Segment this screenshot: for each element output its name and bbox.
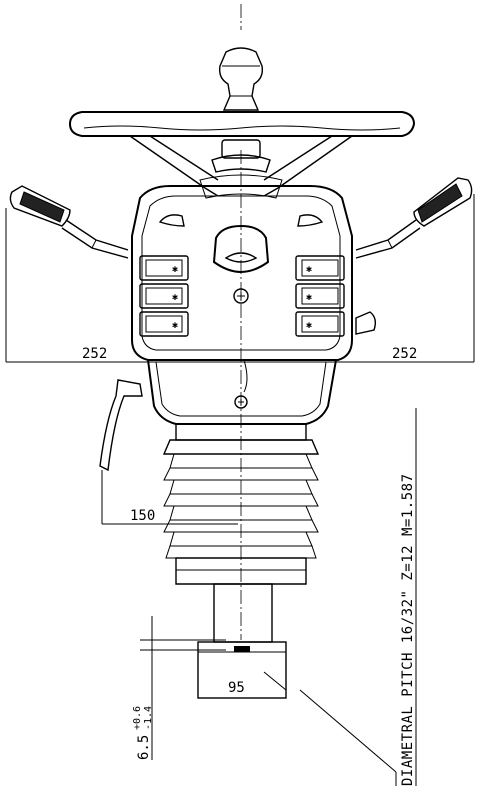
offset-main-label: 6.5 bbox=[136, 735, 152, 760]
release-lever bbox=[99, 379, 143, 472]
dimension-left-label: 252 bbox=[82, 346, 107, 362]
dimension-lever bbox=[101, 470, 238, 525]
bellows bbox=[162, 423, 320, 585]
leader-short bbox=[263, 671, 287, 691]
dimension-right-label: 252 bbox=[392, 346, 417, 362]
console-housing bbox=[131, 185, 353, 361]
switch-icon-left-2: ✱ bbox=[172, 292, 178, 303]
side-tab-icon bbox=[355, 311, 377, 335]
dimension-base-label: 95 bbox=[228, 680, 245, 696]
right-stalk bbox=[355, 177, 473, 259]
left-switch-panel bbox=[139, 255, 189, 337]
switch-icon-left-3: ✱ bbox=[172, 320, 178, 331]
right-switch-panel bbox=[295, 255, 345, 337]
mounting-base bbox=[197, 641, 287, 699]
dimension-offset bbox=[140, 616, 226, 760]
spline-coupling bbox=[234, 646, 250, 652]
steering-wheel bbox=[68, 111, 416, 199]
steering-knob bbox=[218, 47, 264, 111]
spline-note: DIAMETRAL PITCH 16/32" Z=12 M=1.587 bbox=[400, 473, 416, 786]
offset-plus-label: +0.6 bbox=[132, 706, 143, 730]
switch-icon-right-2: ✱ bbox=[306, 292, 312, 303]
lower-body bbox=[147, 359, 337, 425]
note-group: DIAMETRAL PITCH 16/32" Z=12 M=1.587 bbox=[400, 408, 417, 786]
offset-minus-label: -1.4 bbox=[143, 706, 154, 730]
left-stalk bbox=[9, 185, 129, 259]
offset-label-group: 6.5 +0.6 -1.4 bbox=[132, 706, 154, 760]
switch-icon-left-1: ✱ bbox=[172, 264, 178, 275]
switch-icon-right-3: ✱ bbox=[306, 320, 312, 331]
dimension-width bbox=[5, 194, 475, 363]
switch-icon-right-1: ✱ bbox=[306, 264, 312, 275]
dimension-lever-label: 150 bbox=[130, 508, 155, 524]
shaft bbox=[213, 583, 273, 643]
note-leader bbox=[299, 689, 397, 773]
